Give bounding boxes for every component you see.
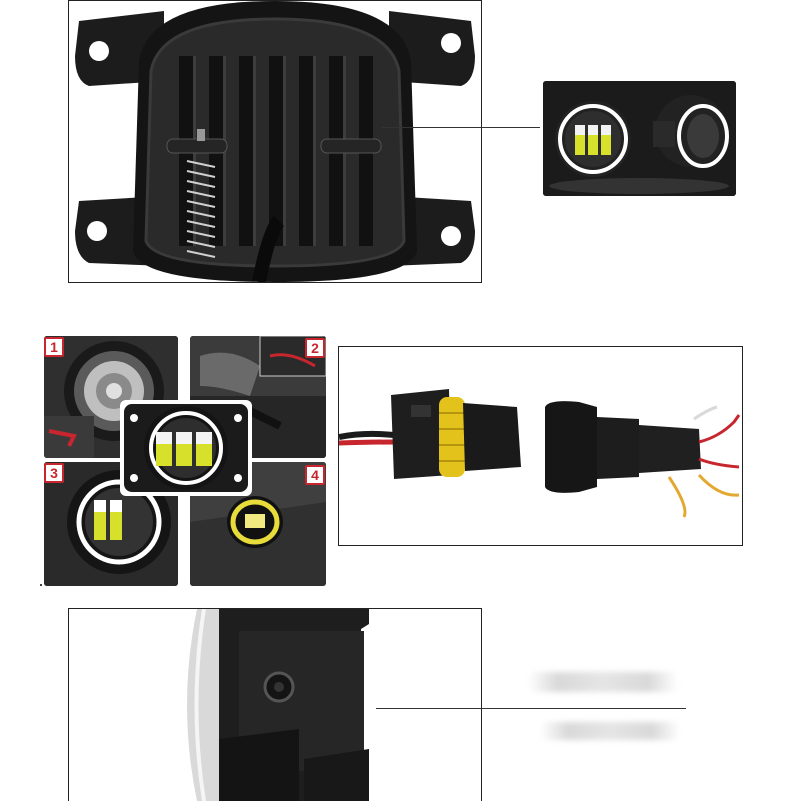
step-1-photo (44, 336, 178, 458)
center-lamp-overlay (120, 400, 252, 496)
step-1-badge: 1 (44, 337, 64, 357)
step-2-badge: 2 (305, 338, 325, 358)
detail-leader-line-1 (382, 127, 540, 128)
front-lamp-inset-photo (543, 81, 736, 196)
blurred-label-2 (540, 722, 680, 740)
connector-photo (339, 347, 742, 545)
rear-housing-photo-frame (68, 0, 482, 283)
blurred-label-1 (528, 672, 678, 692)
rear-housing-photo (69, 1, 481, 282)
step-3-badge: 3 (44, 463, 64, 483)
detail-leader-line-2 (376, 708, 686, 709)
side-profile-photo-frame (68, 608, 482, 801)
side-profile-photo (69, 609, 481, 801)
collage-speck (40, 584, 42, 586)
step-4-badge: 4 (305, 465, 325, 485)
step-2-photo (190, 336, 326, 458)
connector-photo-frame (338, 346, 743, 546)
front-lamp-inset-graphic (543, 81, 736, 196)
